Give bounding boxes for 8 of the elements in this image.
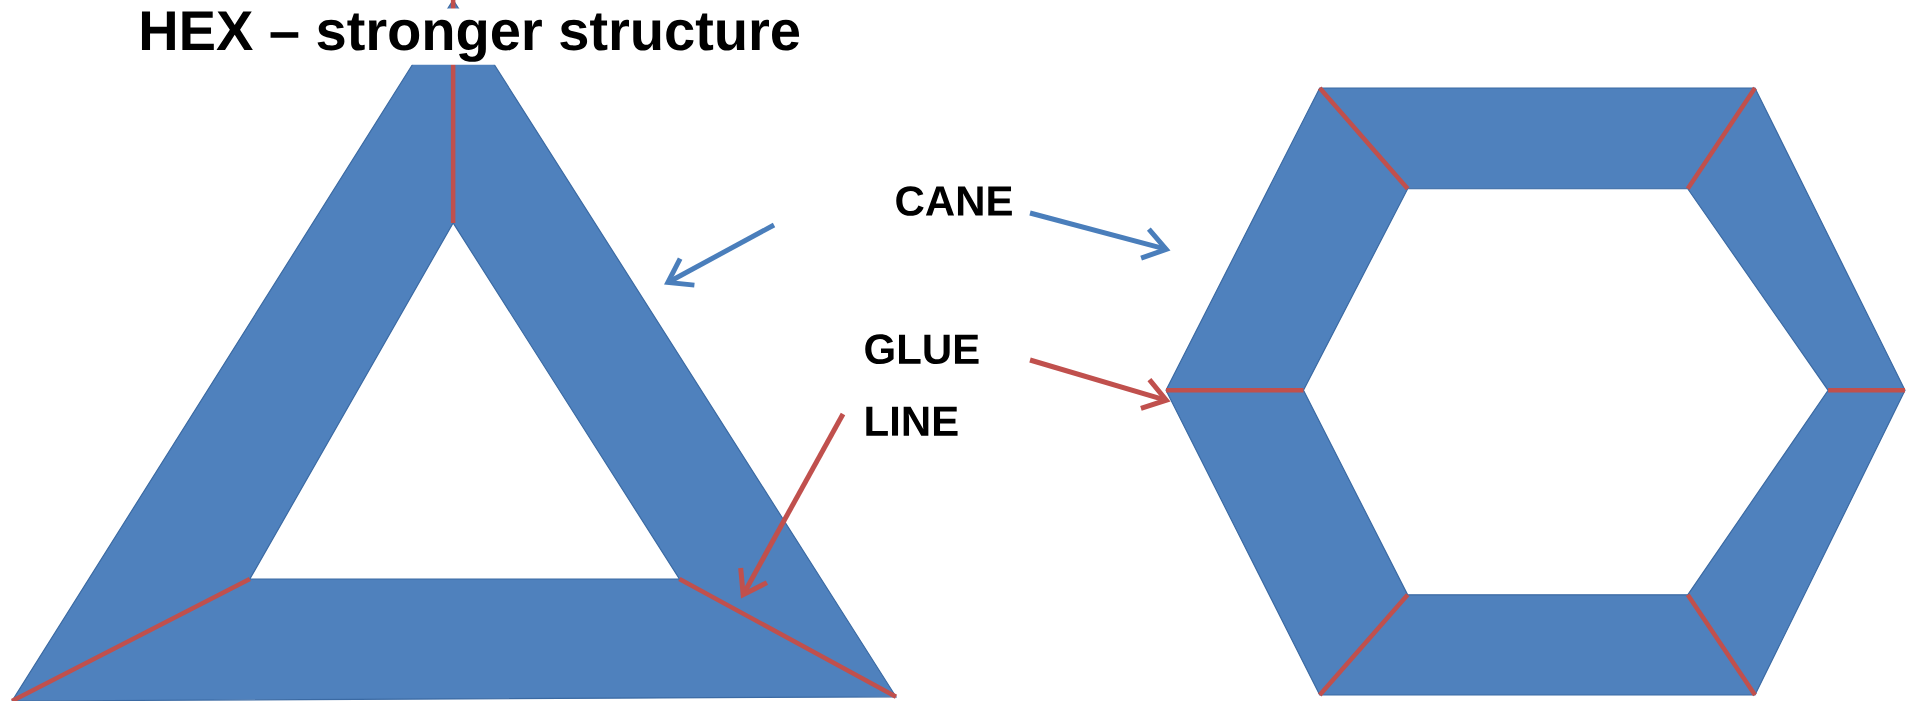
hexagon-frame-drawing: [1163, 85, 1908, 698]
arrow: [1029, 210, 1171, 261]
arrow: [664, 222, 776, 288]
title: HEX – stronger structure: [135, 8, 805, 65]
arrow: [1029, 357, 1171, 411]
callout-label: GLUE LINE: [865, 334, 979, 436]
arrow: [738, 412, 846, 599]
callout-label: CANE: [896, 186, 1012, 216]
